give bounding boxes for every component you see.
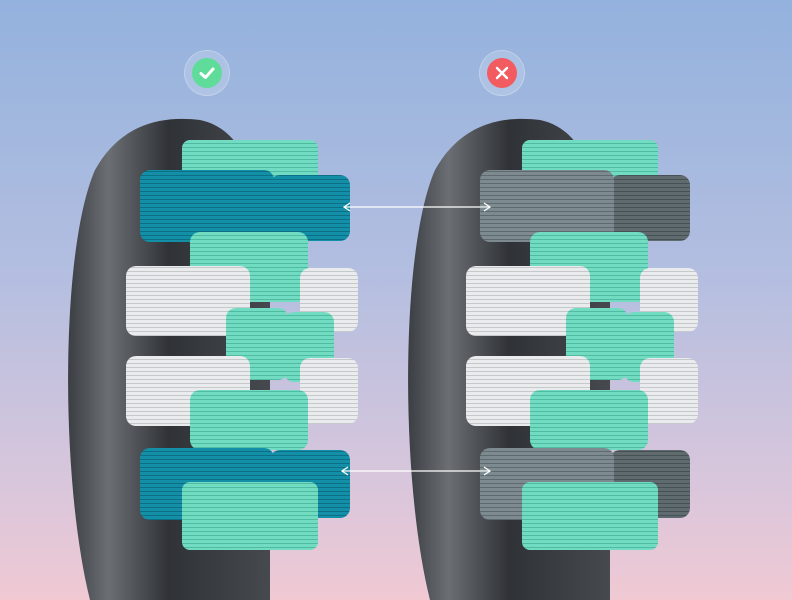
- tuft-white: [466, 266, 590, 336]
- tuft-mint: [190, 390, 308, 450]
- bad-badge: [479, 50, 525, 96]
- tuft-white: [126, 266, 250, 336]
- tuft-gray: [480, 170, 614, 242]
- tuft-mint: [182, 482, 318, 550]
- good-badge: [184, 50, 230, 96]
- check-icon: [192, 58, 222, 88]
- tuft-mint: [522, 482, 658, 550]
- tuft-mint: [530, 390, 648, 450]
- tuft-white: [640, 358, 698, 424]
- tuft-teal: [270, 175, 350, 241]
- close-icon: [487, 58, 517, 88]
- tuft-gray: [610, 175, 690, 241]
- tuft-white: [300, 358, 358, 424]
- tuft-teal: [140, 170, 274, 242]
